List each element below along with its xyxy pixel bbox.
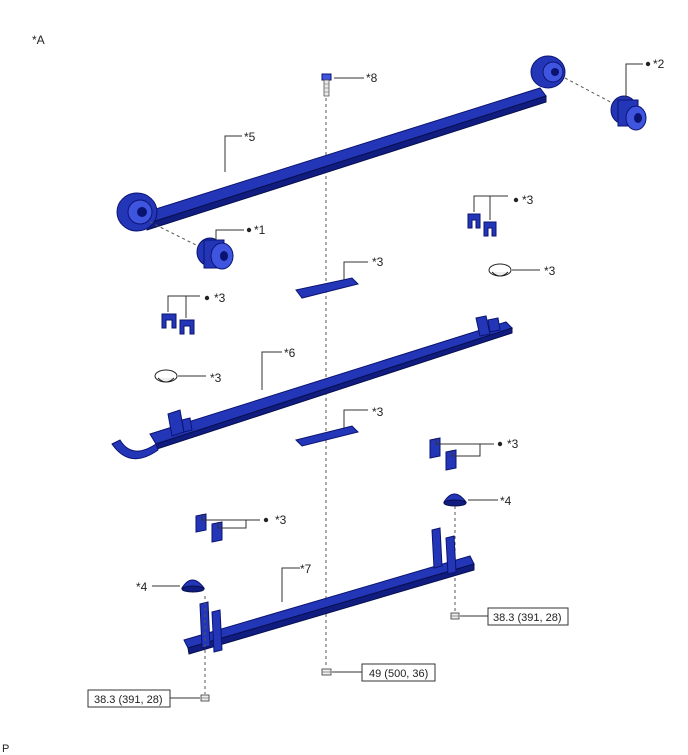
leader-5 <box>224 135 242 172</box>
callout-3e: *3 <box>210 371 222 385</box>
callout-6: *6 <box>284 346 296 360</box>
leaf-clip-right-lower <box>429 437 457 471</box>
leader-3g <box>435 438 494 457</box>
bullet-2 <box>645 61 651 67</box>
left-nut <box>200 694 210 702</box>
torque-box-center <box>361 663 436 682</box>
rear-bushing <box>610 95 647 131</box>
callout-1: *1 <box>254 223 266 237</box>
torque-right: 38.3 (391, 28) <box>493 612 562 624</box>
rivet-cap-left <box>154 369 178 383</box>
view-label: *A <box>32 33 45 47</box>
bullet-3g <box>497 441 503 447</box>
leaf-clip-left-lower <box>195 513 223 543</box>
leader-7 <box>281 567 300 602</box>
leader-3c <box>343 261 368 280</box>
torque-box-right <box>487 607 569 626</box>
third-leaf-spring <box>183 527 475 655</box>
leader-2 <box>625 63 643 98</box>
center-nut <box>321 668 332 676</box>
center-bolt <box>321 73 332 97</box>
callout-3a: *3 <box>522 193 534 207</box>
callout-2: *2 <box>653 57 665 71</box>
rivet-cap-right <box>488 263 512 277</box>
leaf-clip-upper-right <box>467 213 497 237</box>
callout-5: *5 <box>244 130 256 144</box>
callout-3f: *3 <box>372 405 384 419</box>
leader-1 <box>215 229 244 240</box>
leaf-clip-left <box>161 313 195 335</box>
liner-pad-lower <box>295 425 359 447</box>
torque-box-left <box>87 689 171 708</box>
callout-3c: *3 <box>372 255 384 269</box>
torque-center: 49 (500, 36) <box>369 668 428 680</box>
bullet-3d <box>204 295 210 301</box>
callout-4b: *4 <box>500 494 512 508</box>
bushing-2-axis <box>564 77 619 107</box>
callout-7: *7 <box>300 562 312 576</box>
callout-3d: *3 <box>214 291 226 305</box>
callout-3g: *3 <box>507 437 519 451</box>
callout-4a: *4 <box>136 580 148 594</box>
callout-3b: *3 <box>544 264 556 278</box>
leader-3h <box>201 514 260 529</box>
bullet-3h <box>263 517 269 523</box>
torque-left: 38.3 (391, 28) <box>94 694 163 706</box>
callout-8: *8 <box>366 71 378 85</box>
bullet-3a <box>513 197 519 203</box>
main-leaf-spring <box>116 55 566 232</box>
leader-6 <box>261 351 282 390</box>
leader-3a <box>473 195 508 220</box>
corner-label: P <box>2 743 9 755</box>
bump-stopper-left <box>181 579 206 593</box>
right-nut <box>450 612 460 620</box>
callout-3h: *3 <box>275 513 287 527</box>
liner-pad-upper <box>295 277 359 299</box>
leader-3d <box>167 295 200 318</box>
second-leaf-spring <box>111 315 513 460</box>
front-bushing <box>196 237 234 270</box>
leader-3f <box>343 409 368 428</box>
bump-stopper-right <box>443 493 468 507</box>
bullet-1 <box>246 227 252 233</box>
bushing-1-axis <box>149 221 203 249</box>
